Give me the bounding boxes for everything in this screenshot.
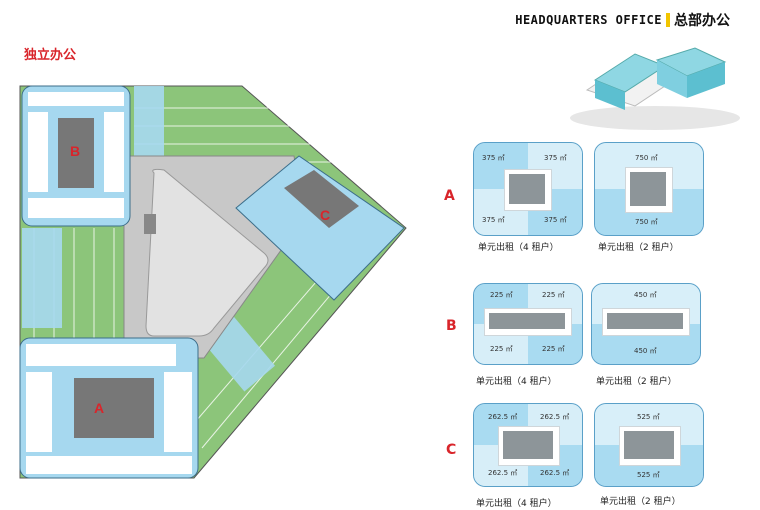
header-english-title: HEADQUARTERS OFFICE — [515, 13, 662, 27]
zone-a-rooms — [26, 344, 192, 474]
area-label: 262.5 ㎡ — [488, 469, 518, 477]
unit-a-four-caption: 单元出租（4 租户） — [478, 243, 559, 253]
unit-a-four: 375 ㎡ 375 ㎡ 375 ㎡ 375 ㎡ — [473, 142, 583, 236]
area-label: 750 ㎡ — [635, 154, 658, 162]
page-header: HEADQUARTERS OFFICE 总部办公 — [515, 10, 730, 30]
area-label: 450 ㎡ — [634, 347, 657, 355]
area-label: 375 ㎡ — [482, 154, 505, 162]
building-thumbnail — [570, 47, 740, 130]
unit-c-four: 262.5 ㎡ 262.5 ㎡ 262.5 ㎡ 262.5 ㎡ — [473, 403, 583, 487]
unit-letter-c: C — [446, 442, 457, 458]
header-chinese-title: 总部办公 — [674, 13, 730, 29]
zone-b-core — [58, 118, 94, 188]
atrium — [145, 168, 269, 337]
area-label: 375 ㎡ — [544, 154, 567, 162]
area-label: 375 ㎡ — [544, 216, 567, 224]
area-label: 525 ㎡ — [637, 413, 660, 421]
zone-c — [235, 155, 405, 301]
plan-label-c: C — [320, 207, 330, 223]
area-label: 225 ㎡ — [542, 291, 565, 299]
unit-a-two: 750 ㎡ 750 ㎡ — [594, 142, 704, 236]
unit-c-four-caption: 单元出租（4 租户） — [476, 499, 557, 509]
area-label: 225 ㎡ — [490, 345, 513, 353]
area-label: 262.5 ㎡ — [540, 469, 570, 477]
area-label: 262.5 ㎡ — [540, 413, 570, 421]
unit-a-two-caption: 单元出租（2 租户） — [598, 243, 679, 253]
unit-b-two: 450 ㎡ 450 ㎡ — [591, 283, 701, 365]
area-label: 750 ㎡ — [635, 218, 658, 226]
plan-label-b: B — [70, 143, 80, 159]
zone-b-rooms — [28, 92, 124, 218]
floor-plan: B A C — [19, 85, 407, 479]
area-label: 450 ㎡ — [634, 291, 657, 299]
unit-letter-a: A — [444, 188, 455, 204]
area-label: 225 ㎡ — [542, 345, 565, 353]
unit-letter-b: B — [446, 318, 457, 334]
unit-b-four-caption: 单元出租（4 租户） — [476, 377, 557, 387]
unit-b-four: 225 ㎡ 225 ㎡ 225 ㎡ 225 ㎡ — [473, 283, 583, 365]
area-label: 375 ㎡ — [482, 216, 505, 224]
unit-b-two-caption: 单元出租（2 租户） — [596, 377, 677, 387]
zone-a-core — [74, 378, 154, 438]
plan-label-a: A — [94, 400, 104, 416]
zone-c-core — [284, 170, 359, 228]
area-label: 262.5 ㎡ — [488, 413, 518, 421]
area-label: 225 ㎡ — [490, 291, 513, 299]
area-label: 525 ㎡ — [637, 471, 660, 479]
unit-c-two: 525 ㎡ 525 ㎡ — [594, 403, 704, 487]
header-divider — [666, 13, 670, 27]
section-title: 独立办公 — [24, 48, 77, 63]
core-block — [144, 214, 156, 234]
unit-c-two-caption: 单元出租（2 租户） — [600, 497, 681, 507]
